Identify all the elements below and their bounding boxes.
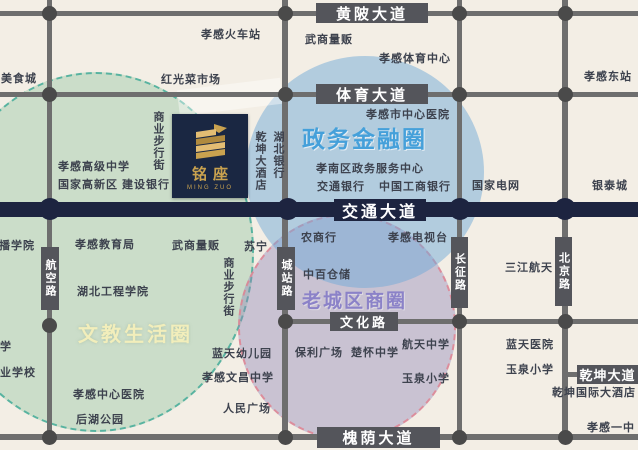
poi-school-partial-bottom: 业学校 xyxy=(0,367,36,379)
poi-academy-partial: 播学院 xyxy=(0,240,35,252)
poi-xiaogan-sports-center: 孝感体育中心 xyxy=(379,53,451,65)
poi-hubei-engineering-univ: 湖北工程学院 xyxy=(77,286,149,298)
mingzuo-logo: 铭座 MING ZUO xyxy=(172,114,248,198)
road-intersection-dot xyxy=(452,430,467,445)
road-badge-label: 黄陂大道 xyxy=(335,5,408,23)
road-badge-label: 槐荫大道 xyxy=(342,430,415,447)
road-badge-label: 文化路 xyxy=(339,315,388,330)
poi-hongguang-market: 红光菜市场 xyxy=(161,74,221,86)
poi-suning: 苏宁 xyxy=(244,241,268,253)
road-badge-label: 航空路 xyxy=(44,259,56,298)
road-intersection-dot xyxy=(449,198,471,220)
poi-yintai-city: 银泰城 xyxy=(592,180,628,192)
road-badge-huangpi-avenue: 黄陂大道 xyxy=(316,3,428,23)
road-intersection-dot xyxy=(42,6,57,21)
road-intersection-dot xyxy=(278,6,293,21)
road-badge-wenhua-road: 文化路 xyxy=(330,312,398,331)
poi-houhu-park: 后湖公园 xyxy=(76,414,124,426)
road-badge-changzheng-road: 长征路 xyxy=(451,237,468,308)
road-badge-qiankun-avenue: 乾坤大道 xyxy=(577,365,638,384)
poi-school-partial-top: 学 xyxy=(0,341,12,353)
poi-lantian-hospital: 蓝天医院 xyxy=(506,339,554,351)
logo-name-en: MING ZUO xyxy=(187,185,233,191)
old-town-zone-label: 老城区商圈 xyxy=(302,291,408,312)
road-badge-label: 城站路 xyxy=(280,259,292,298)
road-intersection-dot xyxy=(278,430,293,445)
road-hangkong-road-line xyxy=(47,0,52,440)
road-intersection-dot xyxy=(558,6,573,21)
poi-rural-commercial-bank: 农商行 xyxy=(301,232,337,244)
road-intersection-dot xyxy=(42,318,57,333)
road-badge-beijing-road: 北京路 xyxy=(555,237,572,306)
road-intersection-dot xyxy=(42,87,57,102)
road-badge-label: 交通大道 xyxy=(341,204,418,221)
poi-xiaogan-tv: 孝感电视台 xyxy=(388,232,448,244)
poi-xiaogan-no1-middle: 孝感一中 xyxy=(587,422,635,434)
poi-zhongbai-storage: 中百仓储 xyxy=(303,269,351,281)
road-intersection-dot xyxy=(558,314,573,329)
poi-xiaogan-center-hospital: 孝感中心医院 xyxy=(73,389,145,401)
culture-life-zone-label: 文教生活圈 xyxy=(78,324,193,346)
poi-hubei-bank: 湖北银行 xyxy=(272,131,284,179)
road-intersection-dot xyxy=(452,6,467,21)
poi-pedestrian-street-north: 商业步行街 xyxy=(152,111,164,171)
road-badge-label: 乾坤大道 xyxy=(579,368,636,383)
road-intersection-dot xyxy=(42,430,57,445)
road-badge-tiyu-avenue: 体育大道 xyxy=(316,84,428,104)
poi-bank-of-communications: 交通银行 xyxy=(317,181,365,193)
road-badge-label: 长征路 xyxy=(453,253,466,292)
gold-building-icon xyxy=(196,124,227,159)
road-intersection-dot xyxy=(39,198,61,220)
finance-zone-label: 政务金融圈 xyxy=(302,126,427,152)
road-badge-label: 北京路 xyxy=(557,252,570,291)
poi-xiaogan-east-station: 孝感东站 xyxy=(584,71,632,83)
logo-name-cn: 铭座 xyxy=(191,166,234,183)
road-intersection-dot xyxy=(277,198,299,220)
poi-xiaogan-railway-station: 孝感火车站 xyxy=(201,29,261,41)
poi-wushang-mart-south: 武商量贩 xyxy=(172,240,220,252)
poi-education-bureau: 孝感教育局 xyxy=(75,239,135,251)
poi-sanjiang-aerospace: 三江航天 xyxy=(505,262,553,274)
road-changzheng-road-line xyxy=(457,0,462,440)
road-intersection-dot xyxy=(558,430,573,445)
road-intersection-dot xyxy=(452,314,467,329)
poi-qiankun-hotel: 乾坤大酒店 xyxy=(254,131,266,191)
poi-xiaonan-gov-service-center: 孝南区政务服务中心 xyxy=(316,163,424,175)
road-beijing-road-line xyxy=(562,0,568,440)
road-chengzhan-road-line xyxy=(282,0,288,440)
poi-yuquan-primary-east: 玉泉小学 xyxy=(506,364,554,376)
poi-wushang-mart-north: 武商量贩 xyxy=(305,34,353,46)
poi-xiaogan-senior-high: 孝感高级中学 xyxy=(58,161,130,173)
poi-icbc: 中国工商银行 xyxy=(379,181,451,193)
road-intersection-dot xyxy=(278,87,293,102)
road-intersection-dot xyxy=(452,87,467,102)
poi-pedestrian-street-south: 商业步行街 xyxy=(222,257,234,317)
poi-xiaogan-city-central-hospital: 孝感市中心医院 xyxy=(366,109,450,121)
road-jiaotong-avenue-line xyxy=(0,202,638,217)
poi-poly-plaza: 保利广场 xyxy=(295,347,343,359)
road-intersection-dot xyxy=(558,87,573,102)
poi-chuhuai-middle: 楚怀中学 xyxy=(351,347,399,359)
poi-food-city: 美食城 xyxy=(1,73,37,85)
poi-yuquan-primary-west: 玉泉小学 xyxy=(402,373,450,385)
road-badge-jiaotong-avenue: 交通大道 xyxy=(334,199,426,221)
poi-renmin-square: 人民广场 xyxy=(223,403,271,415)
road-intersection-dot xyxy=(278,314,293,329)
road-badge-hangkong-road: 航空路 xyxy=(41,247,59,310)
poi-hitech-zone-ccb: 国家高新区 建设银行 xyxy=(58,179,171,191)
poi-wenchang-middle: 孝感文昌中学 xyxy=(202,372,274,384)
road-intersection-dot xyxy=(554,198,576,220)
poi-hangtian-middle: 航天中学 xyxy=(402,339,450,351)
poi-lantian-kindergarten: 蓝天幼儿园 xyxy=(212,348,272,360)
road-badge-chengzhan-road: 城站路 xyxy=(277,247,295,310)
poi-state-grid: 国家电网 xyxy=(472,180,520,192)
poi-qiankun-intl-hotel: 乾坤国际大酒店 xyxy=(552,387,636,399)
road-badge-label: 体育大道 xyxy=(335,86,408,104)
road-badge-huaiyin-avenue: 槐荫大道 xyxy=(317,427,440,448)
